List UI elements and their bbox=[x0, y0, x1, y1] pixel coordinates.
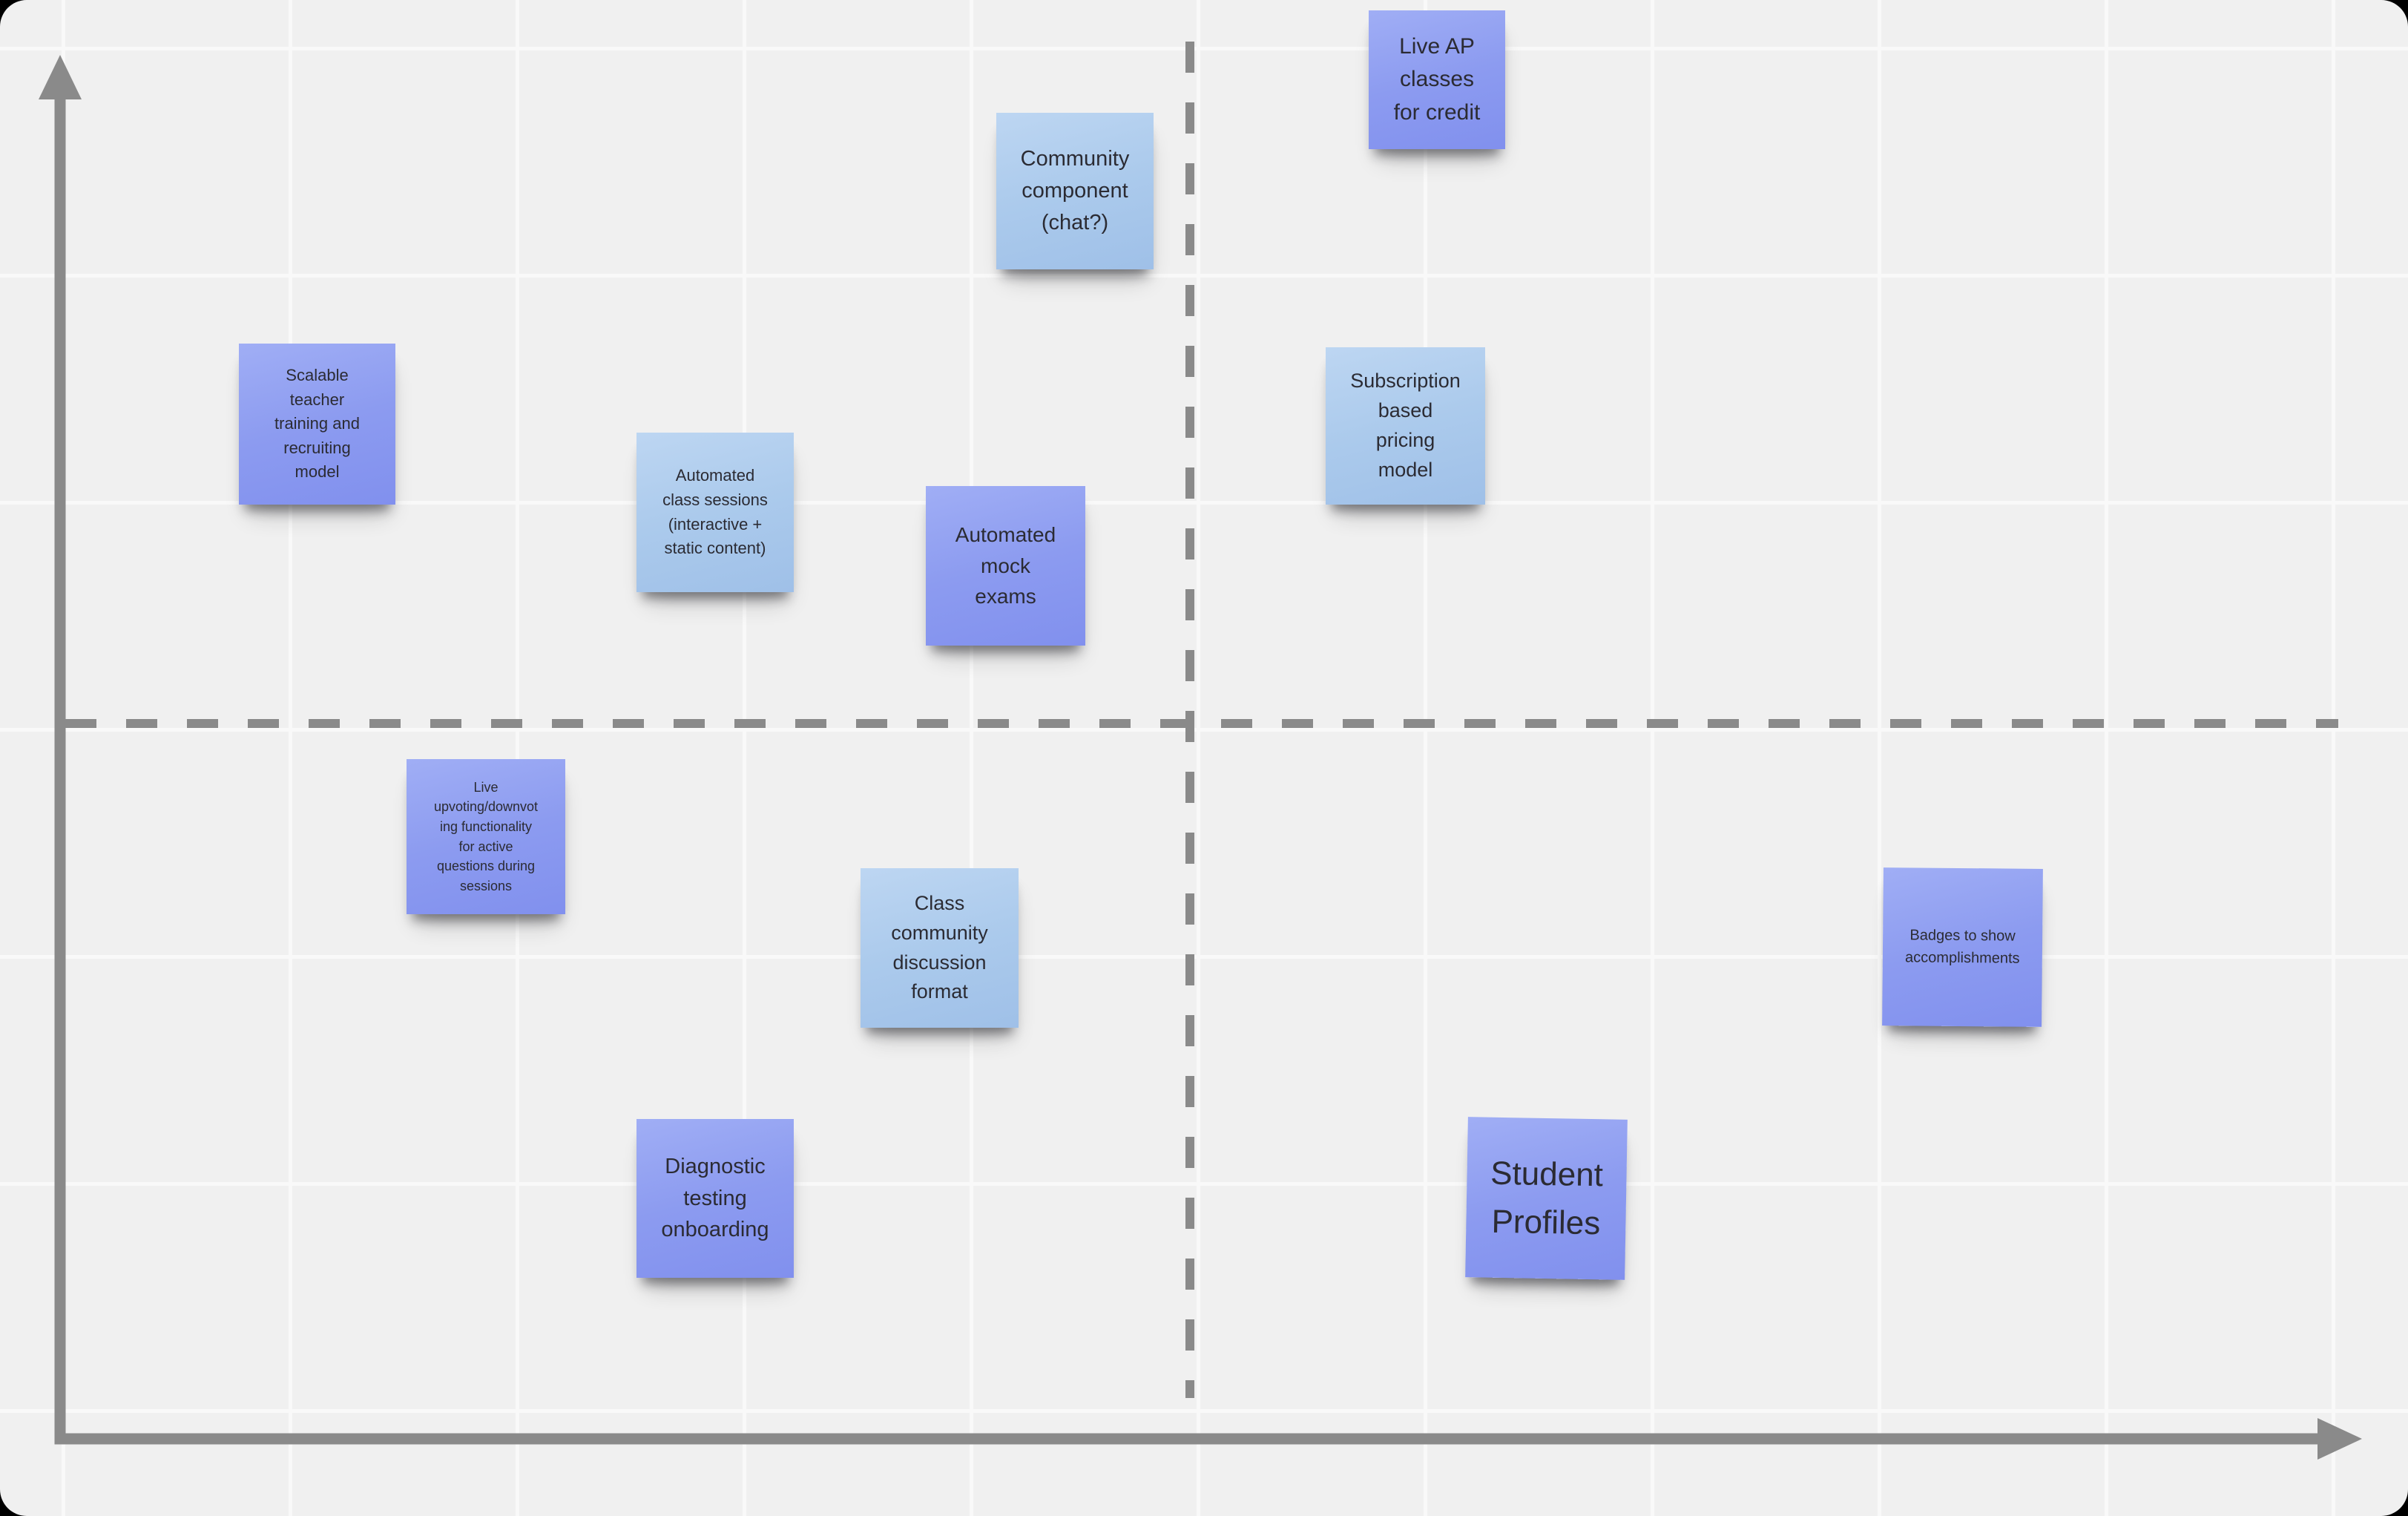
sticky-note-text: Subscription based pricing model bbox=[1350, 370, 1461, 481]
y-axis-arrowhead-icon bbox=[39, 55, 82, 99]
sticky-note-text: Badges to show accomplishments bbox=[1905, 927, 2020, 967]
sticky-note-scalable-teacher-model[interactable]: Scalable teacher training and recruiting… bbox=[239, 344, 395, 505]
sticky-note-text: Student Profiles bbox=[1490, 1155, 1604, 1242]
sticky-note-community-component[interactable]: Community component (chat?) bbox=[996, 113, 1154, 269]
x-axis-arrowhead-icon bbox=[2317, 1418, 2362, 1460]
sticky-note-text: Class community discussion format bbox=[891, 891, 988, 1003]
sticky-note-live-ap-classes[interactable]: Live AP classes for credit bbox=[1369, 10, 1505, 149]
sticky-note-text: Scalable teacher training and recruiting… bbox=[274, 366, 360, 482]
sticky-note-text: Automated class sessions (interactive + … bbox=[662, 466, 768, 558]
sticky-note-text: Diagnostic testing onboarding bbox=[661, 1154, 769, 1242]
sticky-note-automated-class-sessions[interactable]: Automated class sessions (interactive + … bbox=[636, 433, 794, 592]
sticky-note-text: Live upvoting/downvot ing functionality … bbox=[433, 779, 539, 893]
sticky-note-student-profiles[interactable]: Student Profiles bbox=[1465, 1117, 1628, 1280]
sticky-note-class-community-format[interactable]: Class community discussion format bbox=[861, 868, 1019, 1028]
xy-axis-line bbox=[54, 99, 2319, 1445]
sticky-note-text: Live AP classes for credit bbox=[1393, 33, 1481, 125]
sticky-note-live-upvoting[interactable]: Live upvoting/downvot ing functionality … bbox=[407, 759, 565, 914]
sticky-note-badges-accomplishments[interactable]: Badges to show accomplishments bbox=[1882, 867, 2043, 1027]
sticky-note-text: Community component (chat?) bbox=[1020, 147, 1130, 234]
sticky-note-text: Automated mock exams bbox=[955, 523, 1056, 608]
sticky-note-diagnostic-onboarding[interactable]: Diagnostic testing onboarding bbox=[636, 1119, 794, 1278]
sticky-note-automated-mock-exams[interactable]: Automated mock exams bbox=[926, 486, 1085, 646]
sticky-note-subscription-pricing[interactable]: Subscription based pricing model bbox=[1326, 347, 1485, 505]
